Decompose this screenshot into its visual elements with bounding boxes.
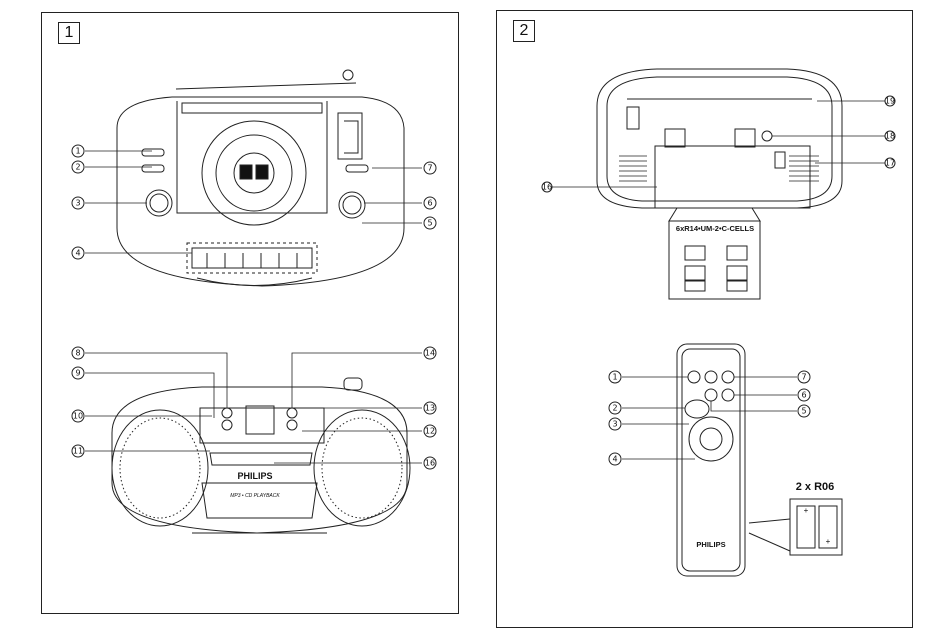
front-caption-label: MP3 • CD PLAYBACK (230, 493, 280, 499)
figure-panel-2: 2 (496, 10, 913, 628)
callouts-back: 16 17 18 19 (541, 95, 896, 193)
remote-callout-1: 1 (612, 373, 617, 382)
callout-18: 18 (885, 132, 895, 141)
callout-5: 5 (427, 219, 432, 228)
remote-battery-label: 2 x R06 (796, 481, 835, 493)
callout-11: 11 (73, 447, 83, 456)
callout-16: 16 (425, 459, 435, 468)
callouts-top: 1 2 3 4 5 6 7 (71, 144, 437, 260)
battery-plus-right: + (826, 537, 831, 546)
figure1-drawing: 1 2 3 4 5 6 7 PHILIP (71, 69, 437, 534)
callout-leaders-back (552, 100, 885, 188)
remote-callout-7: 7 (801, 373, 806, 382)
callout-leaders-remote (622, 376, 797, 460)
battery-type-label: 6xR14•UM-2•C-CELLS (676, 224, 754, 233)
front-brand-label: PHILIPS (237, 471, 272, 481)
callout-14: 14 (425, 349, 435, 358)
callout-17: 17 (885, 159, 895, 168)
figure2-drawing: 6xR14•UM-2•C-CELLS 16 17 18 19 PHILIPS (541, 68, 896, 577)
boombox-back-view (596, 68, 843, 300)
callout-leaders-bottom (85, 352, 422, 464)
battery-plus-left: + (804, 506, 809, 515)
callouts-remote: 1 2 3 4 5 6 7 (608, 370, 811, 466)
remote-battery-box (748, 498, 843, 556)
callout-7: 7 (427, 164, 432, 173)
boombox-top-view (116, 69, 405, 287)
boombox-front-view (111, 377, 411, 534)
remote-callout-6: 6 (801, 391, 806, 400)
callout-2: 2 (75, 163, 80, 172)
remote-callout-5: 5 (801, 407, 806, 416)
panel-number-2: 2 (513, 20, 535, 42)
remote-control (676, 343, 746, 577)
callout-13: 13 (425, 404, 435, 413)
remote-callout-2: 2 (612, 404, 617, 413)
callout-9: 9 (75, 369, 80, 378)
remote-callout-4: 4 (612, 455, 617, 464)
remote-brand-label: PHILIPS (696, 540, 725, 549)
callout-6: 6 (427, 199, 432, 208)
figure-panel-1: 1 (41, 12, 459, 614)
callouts-bottom: 8 9 10 11 12 13 14 16 (71, 346, 437, 470)
remote-callout-3: 3 (612, 420, 617, 429)
callout-19: 19 (885, 97, 895, 106)
callout-leaders-top (85, 150, 422, 254)
panel-number-1: 1 (58, 22, 80, 44)
callout-8: 8 (75, 349, 80, 358)
callout-10: 10 (73, 412, 83, 421)
callout-16-back: 16 (542, 183, 552, 192)
callout-3: 3 (75, 199, 80, 208)
callout-4: 4 (75, 249, 80, 258)
callout-12: 12 (425, 427, 435, 436)
callout-1: 1 (75, 147, 80, 156)
